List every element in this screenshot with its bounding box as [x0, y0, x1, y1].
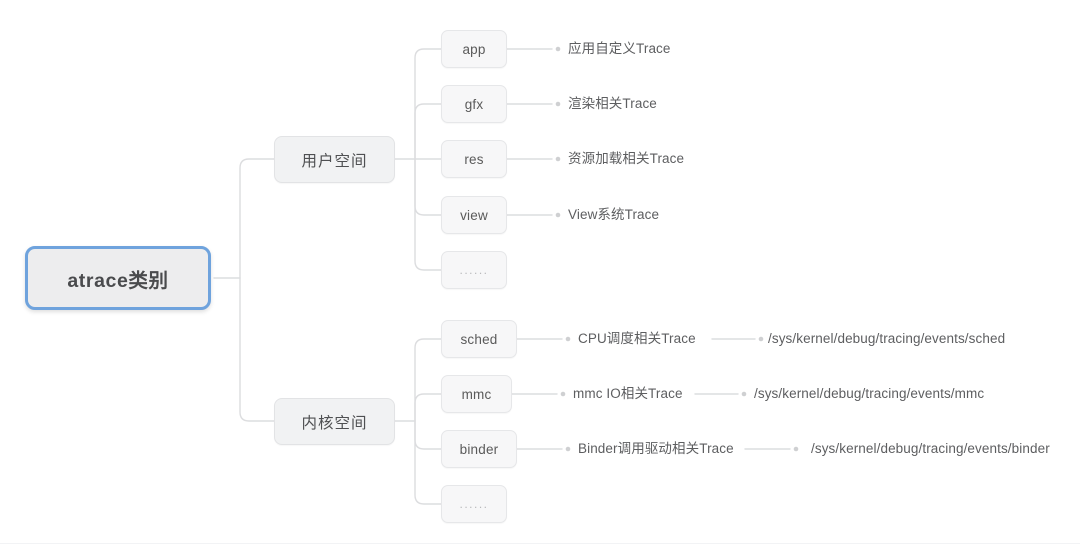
branch-node-userspace-label: 用户空间: [301, 152, 368, 170]
leaf-node-mmc-label: mmc: [461, 386, 492, 402]
dot-sched-path: [758, 336, 764, 342]
dot-gfx-desc: [555, 101, 561, 107]
description-app: 应用自定义Trace: [568, 41, 671, 56]
description-sched: CPU调度相关Trace: [578, 331, 696, 346]
path-mmc: /sys/kernel/debug/tracing/events/mmc: [754, 386, 985, 401]
path-binder: /sys/kernel/debug/tracing/events/binder: [811, 441, 1050, 456]
wire-kernelspace-binder: [414, 420, 442, 450]
wire-userspace-view: [414, 158, 442, 216]
leaf-node-gfx[interactable]: gfx: [441, 85, 507, 123]
description-view: View系统Trace: [568, 207, 660, 222]
leaf-node-kernelspace-more[interactable]: ......: [441, 485, 507, 523]
wire-root-to-kernelspace: [239, 277, 275, 422]
dot-mmc-path: [741, 391, 747, 397]
root-node[interactable]: atrace类别: [25, 246, 211, 310]
leaf-node-res[interactable]: res: [441, 140, 507, 178]
wire-kernelspace-mmc: [414, 393, 442, 422]
leaf-node-binder-label: binder: [459, 441, 499, 457]
leaf-node-userspace-more[interactable]: ......: [441, 251, 507, 289]
leaf-node-view[interactable]: view: [441, 196, 507, 234]
leaf-node-gfx-label: gfx: [464, 96, 484, 112]
branch-node-kernelspace[interactable]: 内核空间: [274, 398, 395, 445]
wire-userspace-gfx: [414, 103, 442, 160]
leaf-node-userspace-more-label: ......: [459, 263, 489, 277]
wire-kernelspace-more: [414, 420, 442, 505]
leaf-node-res-label: res: [464, 151, 484, 167]
wire-userspace-more: [414, 158, 442, 271]
wire-kernelspace-sched: [414, 338, 442, 422]
dot-view-desc: [555, 212, 561, 218]
description-res: 资源加载相关Trace: [568, 151, 685, 166]
path-sched: /sys/kernel/debug/tracing/events/sched: [768, 331, 1006, 346]
dot-res-desc: [555, 156, 561, 162]
description-binder: Binder调用驱动相关Trace: [578, 441, 734, 456]
branch-node-userspace[interactable]: 用户空间: [274, 136, 395, 183]
leaf-node-mmc[interactable]: mmc: [441, 375, 512, 413]
dot-binder-desc: [565, 446, 571, 452]
branch-node-kernelspace-label: 内核空间: [301, 414, 368, 432]
leaf-node-app[interactable]: app: [441, 30, 507, 68]
leaf-node-kernelspace-more-label: ......: [459, 497, 489, 511]
dot-app-desc: [555, 46, 561, 52]
wire-userspace-app: [414, 48, 442, 160]
root-node-label: atrace类别: [67, 269, 169, 292]
dot-binder-path: [793, 446, 799, 452]
bottom-divider: [0, 543, 1080, 544]
leaf-node-view-label: view: [460, 207, 488, 223]
leaf-node-sched[interactable]: sched: [441, 320, 517, 358]
leaf-node-sched-label: sched: [460, 331, 498, 347]
description-gfx: 渲染相关Trace: [568, 96, 657, 111]
dot-mmc-desc: [560, 391, 566, 397]
wire-root-to-userspace: [239, 158, 275, 279]
leaf-node-binder[interactable]: binder: [441, 430, 517, 468]
description-mmc: mmc IO相关Trace: [573, 386, 683, 401]
dot-sched-desc: [565, 336, 571, 342]
leaf-node-app-label: app: [462, 41, 486, 57]
